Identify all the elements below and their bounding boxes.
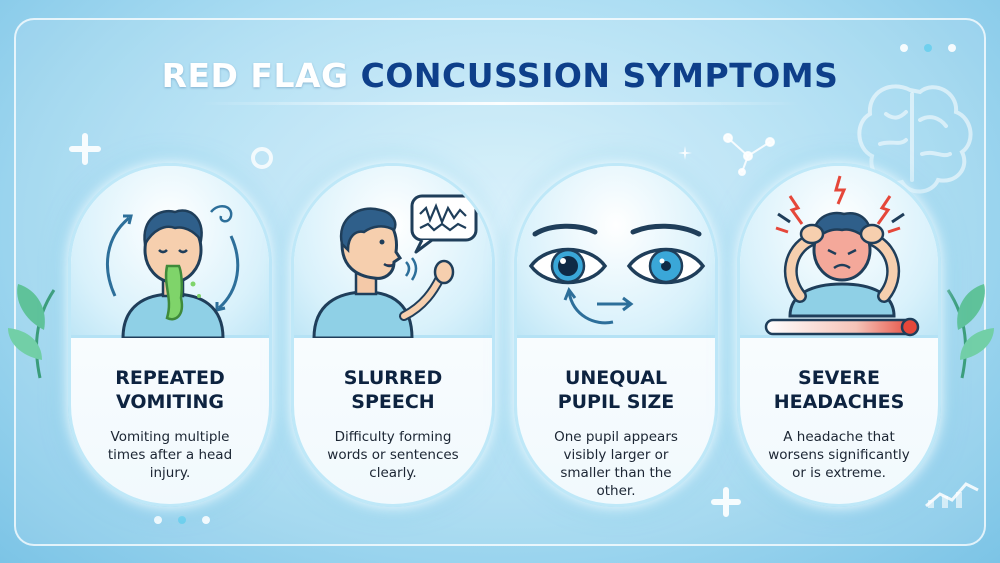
plus-icon — [711, 487, 741, 517]
title-part2: CONCUSSION SYMPTOMS — [360, 56, 839, 95]
card-illustration — [517, 166, 715, 338]
vomiting-person-icon — [106, 204, 240, 338]
dots-icon — [900, 44, 956, 52]
card-illustration — [294, 166, 492, 338]
card-heading-line2: PUPIL SIZE — [557, 391, 675, 413]
speaking-person-icon — [312, 194, 478, 338]
symptom-card-unequal-pupils: UNEQUAL PUPIL SIZE One pupil appears vis… — [514, 163, 718, 507]
card-illustration — [71, 166, 269, 338]
card-heading: SEVERE HEADACHES — [740, 366, 938, 414]
leaf-icon — [946, 284, 994, 379]
card-description: One pupil appears visibly larger or smal… — [554, 429, 678, 499]
card-heading-line2: VOMITING — [115, 391, 225, 413]
card-heading: REPEATED VOMITING — [71, 366, 269, 414]
card-heading-line1: SEVERE — [798, 367, 880, 389]
headache-person-icon — [775, 175, 905, 318]
dots-icon — [154, 516, 210, 524]
page-title: RED FLAG CONCUSSION SYMPTOMS — [0, 56, 1000, 95]
card-heading-line2: SPEECH — [351, 391, 435, 413]
leaf-icon — [8, 284, 56, 379]
symptom-card-slurred-speech: SLURRED SPEECH Difficulty forming words … — [291, 163, 495, 507]
card-description: A headache that worsens significantly or… — [768, 429, 910, 481]
symptom-card-severe-headaches: SEVERE HEADACHES A headache that worsens… — [737, 163, 941, 507]
card-description: Vomiting multiple times after a head inj… — [107, 429, 233, 481]
sparkle-icon — [678, 146, 692, 160]
chart-icon — [925, 482, 979, 508]
pain-meter-icon — [764, 317, 920, 337]
card-heading-line1: REPEATED — [115, 367, 225, 389]
symptom-card-vomiting: REPEATED VOMITING Vomiting multiple time… — [68, 163, 272, 507]
plus-icon — [69, 133, 101, 165]
unequal-eyes-icon — [528, 223, 706, 325]
card-heading-line1: UNEQUAL — [564, 367, 668, 389]
title-part1: RED FLAG — [161, 56, 349, 95]
card-heading-line2: HEADACHES — [773, 391, 905, 413]
card-illustration — [740, 166, 938, 338]
card-heading: SLURRED SPEECH — [294, 366, 492, 414]
card-heading: UNEQUAL PUPIL SIZE — [517, 366, 715, 414]
card-description: Difficulty forming words or sentences cl… — [327, 429, 459, 481]
card-heading-line1: SLURRED — [343, 367, 443, 389]
title-underline — [200, 102, 800, 105]
